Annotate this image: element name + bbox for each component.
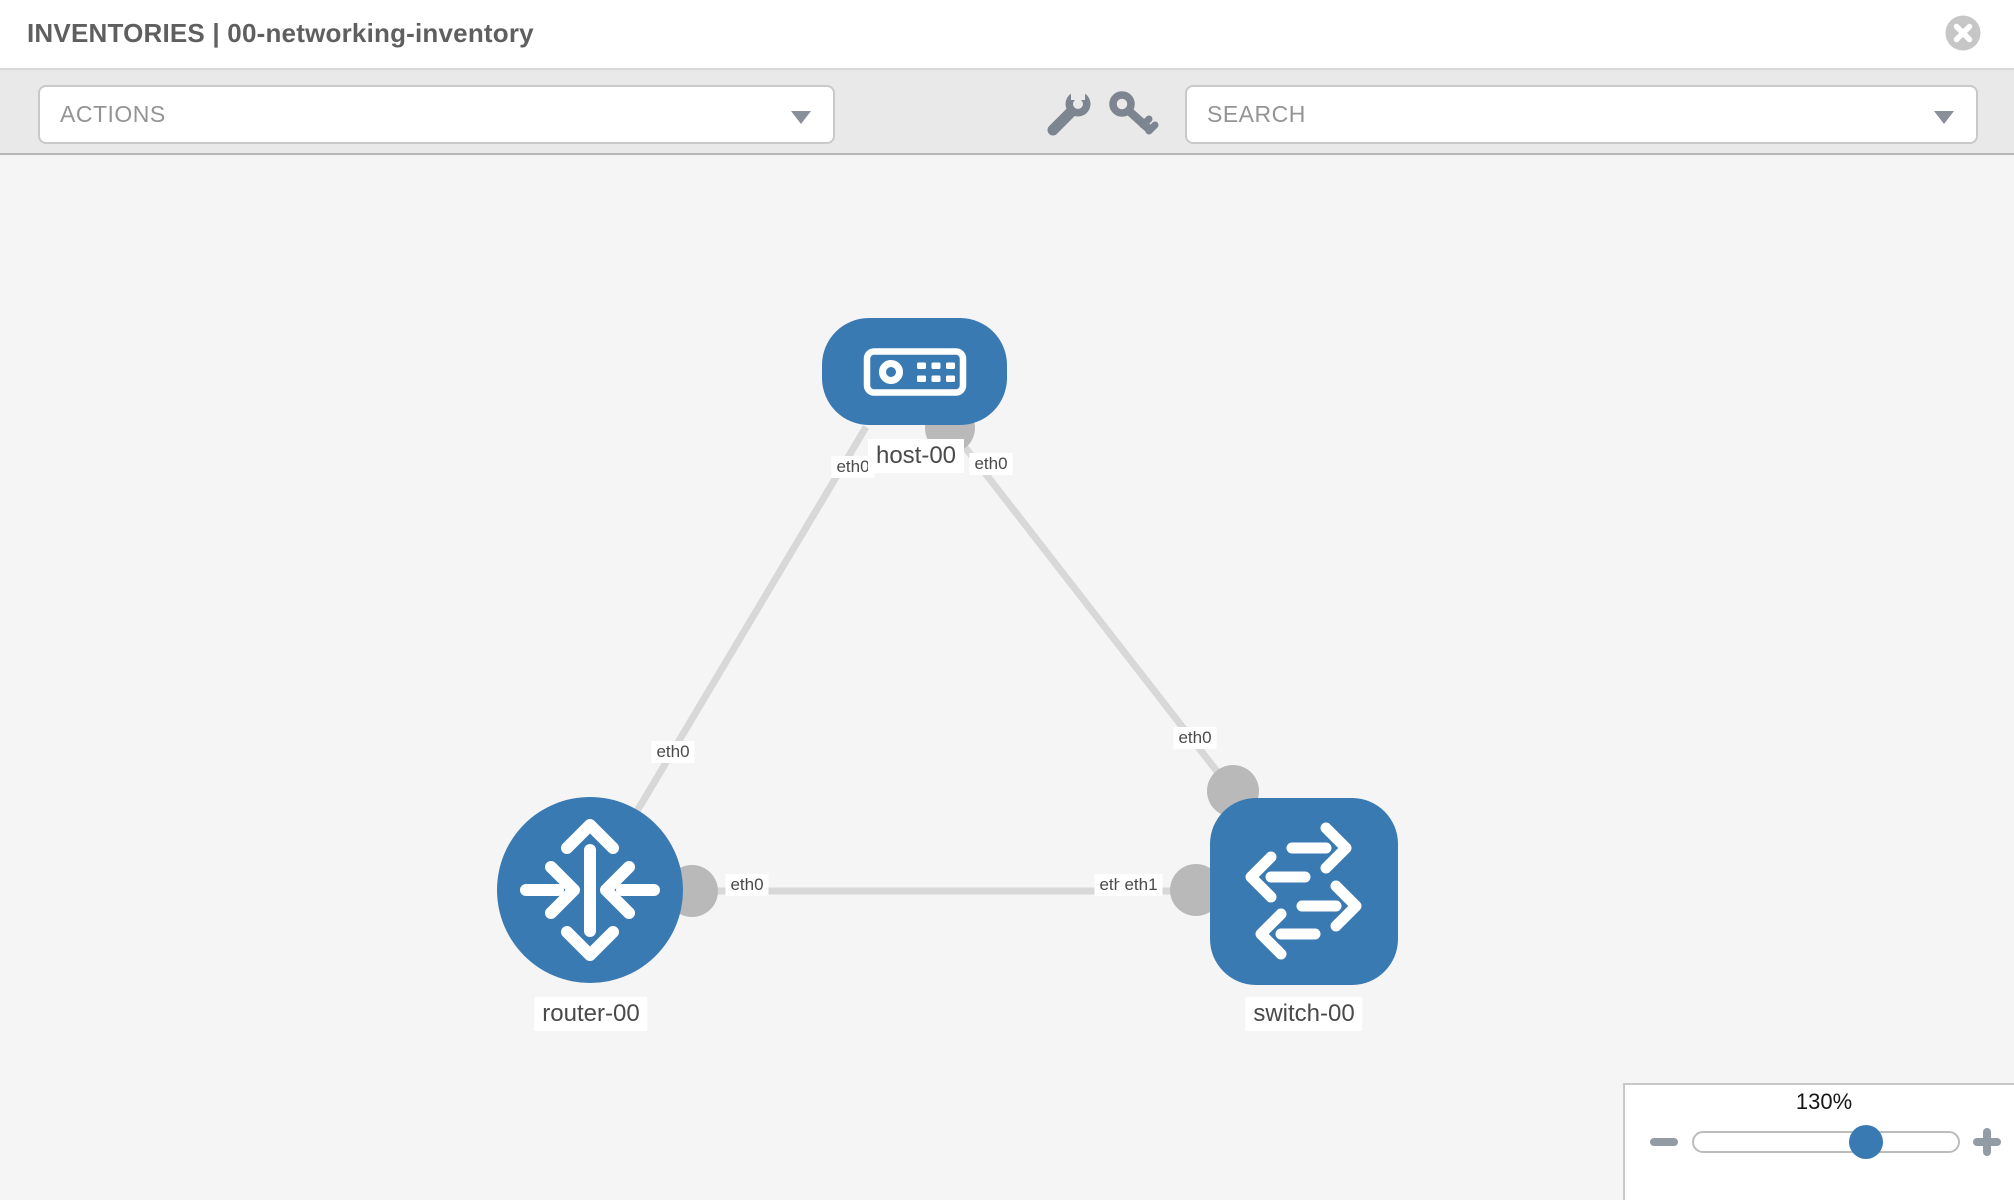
zoom-level-label: 130% — [1795, 1089, 1853, 1114]
zoom-out-button[interactable] — [1646, 1124, 1682, 1160]
node-switch-00[interactable] — [1210, 798, 1398, 985]
topology-canvas[interactable]: eth0 eth0 eth0 eth0 eth0 eth0 eth1 host-… — [0, 155, 2014, 1200]
node-router-00[interactable] — [497, 797, 683, 983]
close-button[interactable] — [1941, 11, 1985, 55]
zoom-slider-handle[interactable] — [1849, 1125, 1883, 1159]
plus-icon — [1983, 1128, 1991, 1156]
minus-icon — [1650, 1138, 1678, 1146]
adhoc-commands-button[interactable] — [1038, 78, 1098, 142]
key-icon — [1102, 78, 1162, 142]
node-label-router: router-00 — [534, 997, 648, 1031]
actions-dropdown-label: ACTIONS — [60, 101, 166, 127]
iface-label: eth0 — [831, 456, 875, 478]
credentials-button[interactable] — [1102, 78, 1162, 142]
node-host-00[interactable] — [822, 318, 1007, 425]
node-label-host: host-00 — [867, 439, 965, 473]
chevron-down-icon — [1934, 111, 1954, 124]
zoom-slider[interactable] — [1692, 1125, 1960, 1159]
port-switch-left — [1170, 864, 1222, 916]
close-icon — [1941, 15, 1985, 58]
search-placeholder: SEARCH — [1207, 101, 1306, 127]
iface-label: eth1 — [1119, 874, 1163, 896]
iface-label: eth0 — [969, 453, 1013, 475]
page-title: INVENTORIES | 00-networking-inventory — [27, 18, 534, 48]
chevron-down-icon — [791, 111, 811, 124]
actions-dropdown[interactable]: ACTIONS — [38, 85, 835, 144]
toolbar: ACTIONS SEARCH — [0, 70, 2014, 155]
wrench-icon — [1038, 78, 1098, 142]
zoom-panel: 130% — [1623, 1083, 2014, 1200]
node-label-switch: switch-00 — [1245, 997, 1363, 1031]
header: INVENTORIES | 00-networking-inventory — [0, 0, 2014, 70]
switch-icon — [1245, 822, 1362, 960]
router-icon — [520, 819, 660, 961]
search-dropdown[interactable]: SEARCH — [1185, 85, 1978, 144]
iface-label: eth0 — [725, 874, 769, 896]
iface-label: eth0 — [1173, 727, 1217, 749]
server-icon — [863, 348, 967, 396]
zoom-in-button[interactable] — [1969, 1124, 2005, 1160]
iface-label: eth0 — [651, 741, 695, 763]
